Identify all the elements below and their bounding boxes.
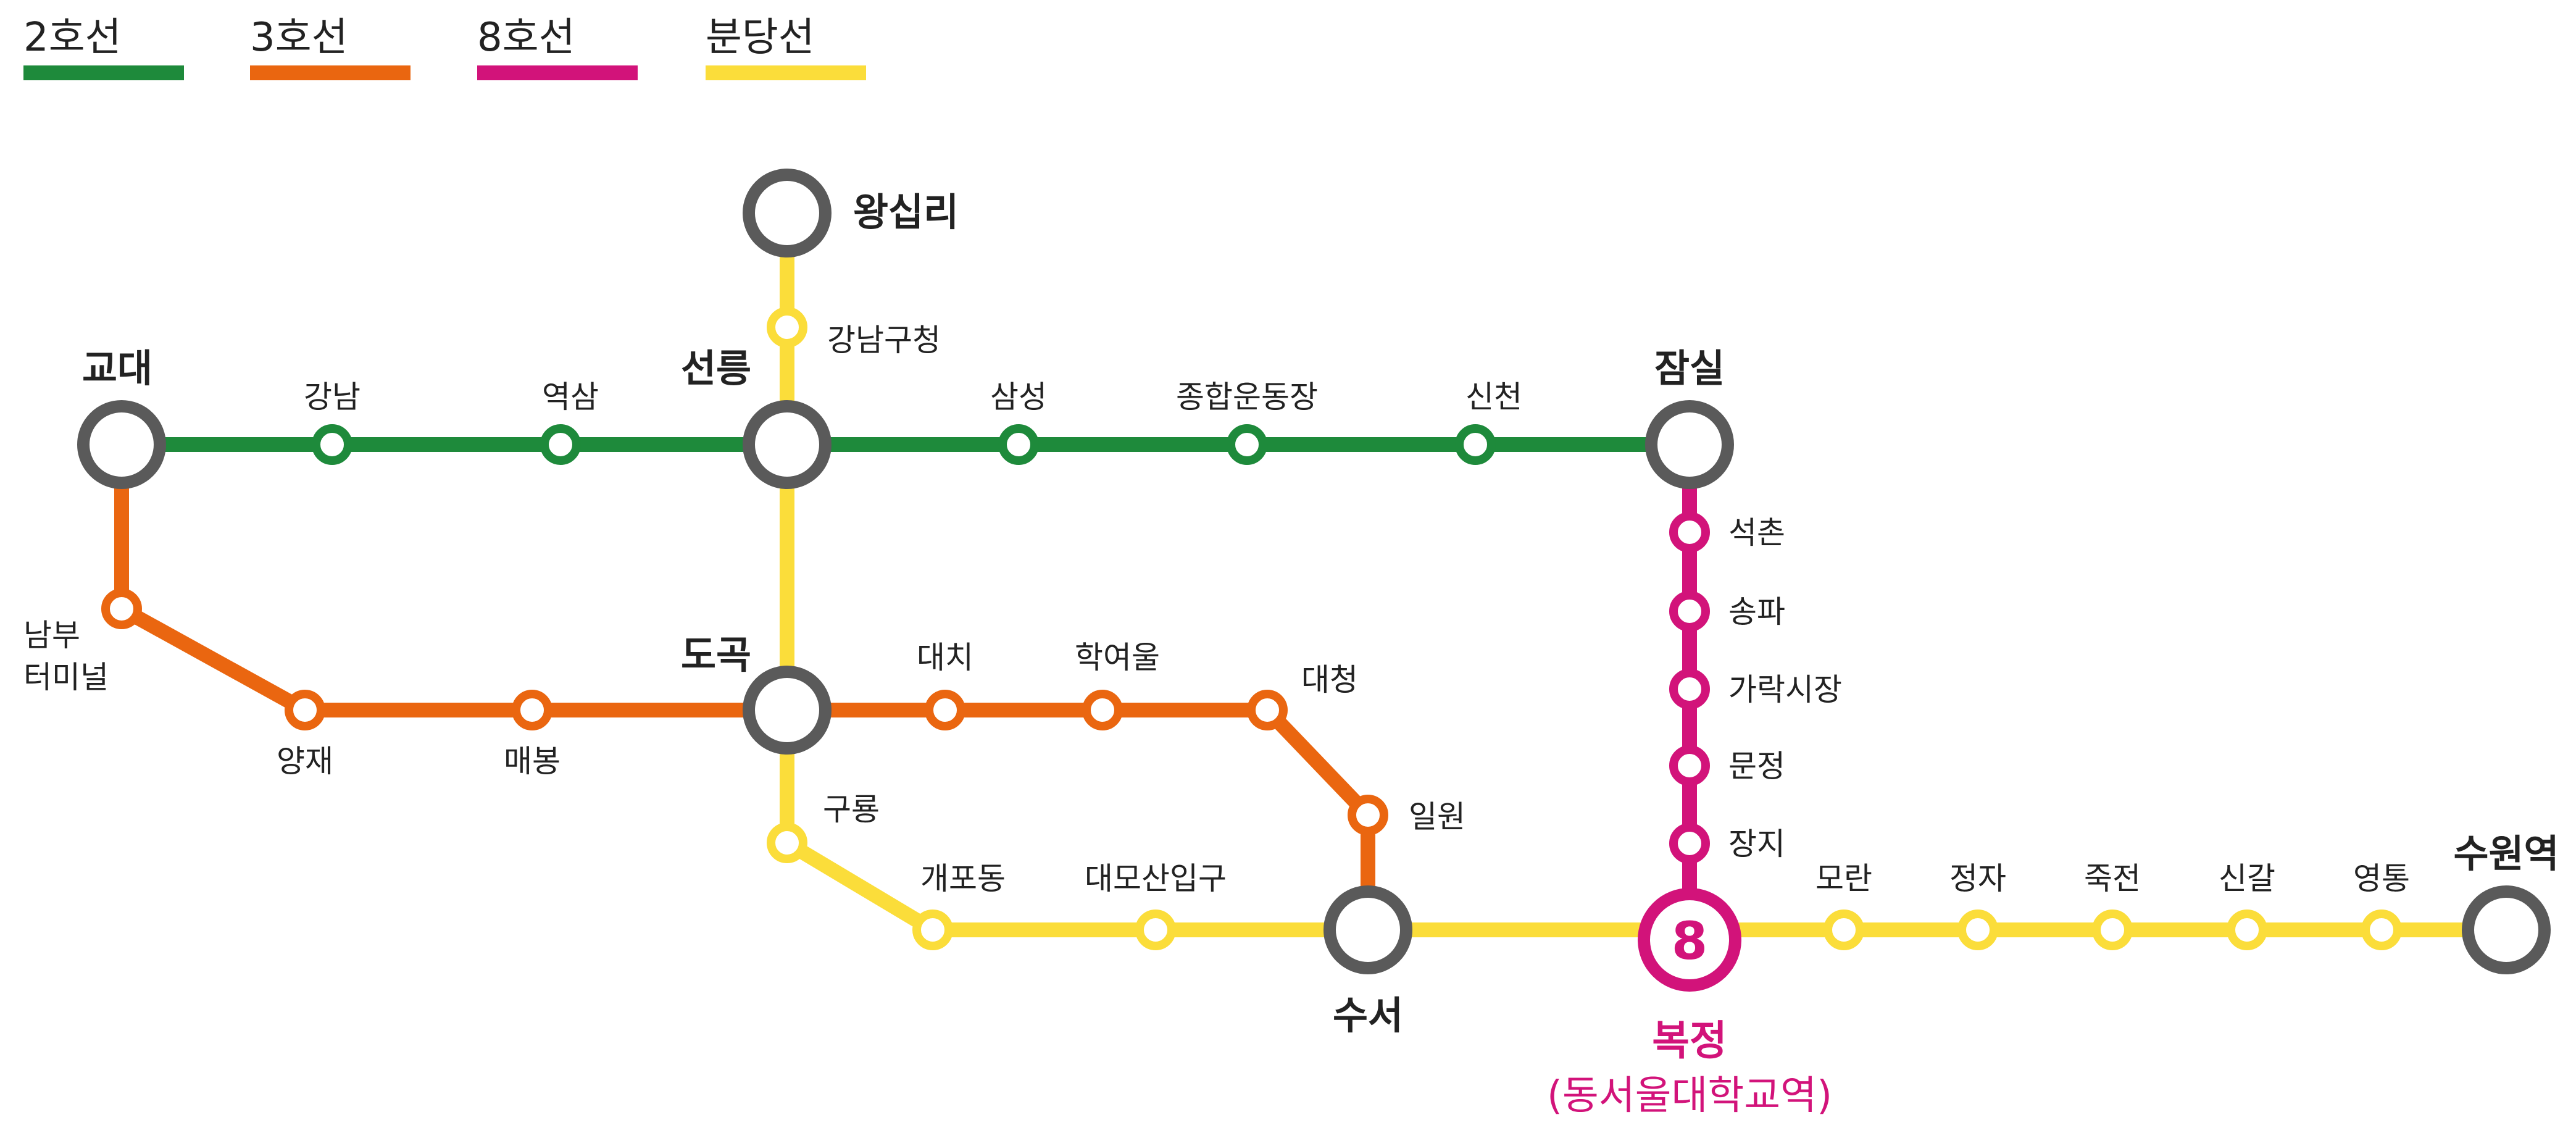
label-gaepo: 개포동 [920, 861, 1006, 897]
label-jukjeon: 죽전 [2084, 861, 2141, 897]
station-gangnamgu-marker[interactable] [767, 307, 807, 348]
label-suwon: 수원역 [2453, 831, 2559, 876]
station-maebong-marker[interactable] [512, 690, 552, 730]
station-daemosan-marker[interactable] [1135, 910, 1176, 950]
station-irwon-marker[interactable] [1348, 795, 1388, 835]
label-maebong: 매봉 [504, 743, 561, 779]
station-wangsimni-marker[interactable] [743, 169, 832, 257]
station-jeongja-marker[interactable] [1957, 910, 1998, 950]
legend-label-line3: 3호선 [250, 15, 348, 61]
station-samseong-marker[interactable] [998, 424, 1039, 465]
station-yeongtong-marker[interactable] [2361, 910, 2402, 950]
label-gyodae: 교대 [82, 346, 152, 391]
legend-label-bundang: 분당선 [706, 15, 815, 61]
station-jamsil-marker[interactable] [1645, 400, 1734, 489]
station-hagyeoul-marker[interactable] [1082, 690, 1123, 730]
station-gaepo-marker[interactable] [912, 910, 953, 950]
label-jamsil: 잠실 [1654, 346, 1725, 391]
label-hagyeoul: 학여울 [1075, 640, 1160, 675]
label-wangsimni: 왕십리 [853, 190, 959, 235]
station-daechi-marker[interactable] [925, 690, 965, 730]
label-nambu-line2: 터미널 [23, 659, 109, 695]
station-garak-marker[interactable] [1669, 669, 1710, 709]
legend-label-line2: 2호선 [23, 15, 121, 61]
label-munjeong: 문정 [1728, 748, 1785, 784]
label-gangnam: 강남 [304, 379, 361, 415]
label-daechi: 대치 [917, 640, 973, 675]
label-jeongja: 정자 [1949, 861, 2006, 897]
bundang-line-route [780, 206, 2514, 937]
station-jukjeon-marker[interactable] [2092, 910, 2133, 950]
label-seokchon: 석촌 [1728, 515, 1785, 551]
label-yeoksam: 역삼 [542, 379, 599, 415]
label-daemosan: 대모산입구 [1085, 861, 1227, 897]
station-singal-marker[interactable] [2227, 910, 2267, 950]
label-jangji: 장지 [1728, 826, 1785, 862]
label-sports: 종합운동장 [1176, 379, 1318, 415]
label-seolleung: 선릉 [681, 346, 751, 391]
label-yeongtong: 영통 [2353, 861, 2410, 897]
label-moran: 모란 [1815, 861, 1872, 897]
station-seolleung-marker[interactable] [743, 400, 832, 489]
label-suseo: 수서 [1333, 993, 1403, 1038]
legend: 2호선 3호선 8호선 분당선 [23, 15, 866, 80]
station-jangji-marker[interactable] [1669, 823, 1710, 864]
legend-swatch-line8 [477, 65, 638, 80]
station-moran-marker[interactable] [1824, 910, 1864, 950]
label-bokjeong: 복정 [1652, 1017, 1727, 1064]
label-songpa: 송파 [1728, 594, 1785, 630]
label-dogok: 도곡 [681, 632, 751, 677]
station-gangnam-marker[interactable] [312, 424, 352, 465]
legend-swatch-line3 [250, 65, 411, 80]
label-daecheong: 대청 [1301, 662, 1358, 698]
legend-item-line2: 2호선 [23, 15, 184, 80]
legend-label-line8: 8호선 [477, 15, 575, 61]
station-munjeong-marker[interactable] [1669, 745, 1710, 786]
station-songpa-marker[interactable] [1669, 591, 1710, 632]
station-seokchon-marker[interactable] [1669, 512, 1710, 553]
label-samseong: 삼성 [990, 379, 1047, 415]
station-suseo-marker[interactable] [1323, 885, 1412, 974]
station-yeoksam-marker[interactable] [540, 424, 581, 465]
station-bokjeong-badge[interactable]: 8 [1638, 888, 1741, 992]
bokjeong-line-number: 8 [1672, 911, 1707, 971]
legend-swatch-line2 [23, 65, 184, 80]
legend-item-line3: 3호선 [250, 15, 411, 80]
station-dogok-marker[interactable] [743, 666, 832, 755]
label-guryong: 구룡 [823, 792, 880, 827]
station-sincheon-marker[interactable] [1455, 424, 1496, 465]
station-nambu-marker[interactable] [101, 588, 142, 629]
station-suwon-marker[interactable] [2462, 885, 2551, 974]
station-yangjae-marker[interactable] [285, 690, 325, 730]
label-bokjeong-sub: (동서울대학교역) [1547, 1073, 1832, 1119]
station-gyodae-marker[interactable] [77, 400, 166, 489]
label-yangjae: 양재 [277, 743, 333, 779]
station-sports-marker[interactable] [1227, 424, 1267, 465]
label-gangnamgu: 강남구청 [827, 322, 941, 358]
label-irwon: 일원 [1409, 799, 1465, 835]
label-singal: 신갈 [2219, 861, 2275, 897]
legend-item-line8: 8호선 [477, 15, 638, 80]
station-daecheong-marker[interactable] [1247, 690, 1288, 730]
label-garak: 가락시장 [1728, 672, 1842, 708]
station-guryong-marker[interactable] [767, 822, 807, 863]
legend-item-bundang: 분당선 [706, 15, 866, 80]
legend-swatch-bundang [706, 65, 866, 80]
label-nambu-line1: 남부 [23, 617, 80, 653]
label-sincheon: 신천 [1465, 379, 1522, 415]
line3-route [114, 437, 1375, 937]
